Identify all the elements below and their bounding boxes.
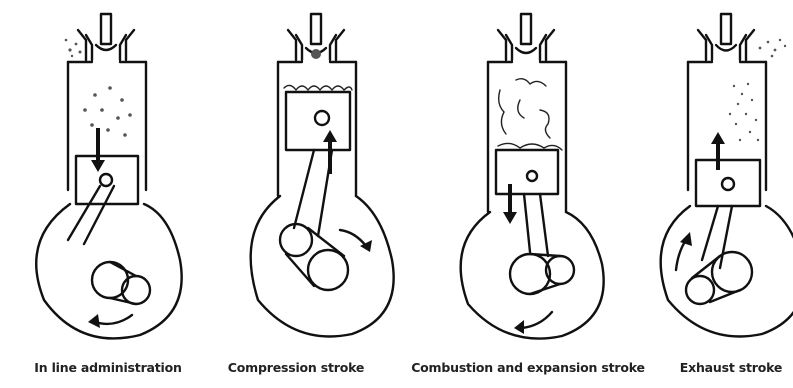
exhaust-cylinder-figure [661,14,793,336]
caption-exhaust: Exhaust stroke [672,360,790,375]
combustion-cylinder-figure [461,14,604,339]
compression-cylinder-figure [251,14,394,336]
caption-intake: In line administration [18,360,198,375]
caption-compression: Compression stroke [216,360,376,375]
intake-cylinder-figure [36,14,181,338]
caption-combustion: Combustion and expansion stroke [392,360,664,375]
